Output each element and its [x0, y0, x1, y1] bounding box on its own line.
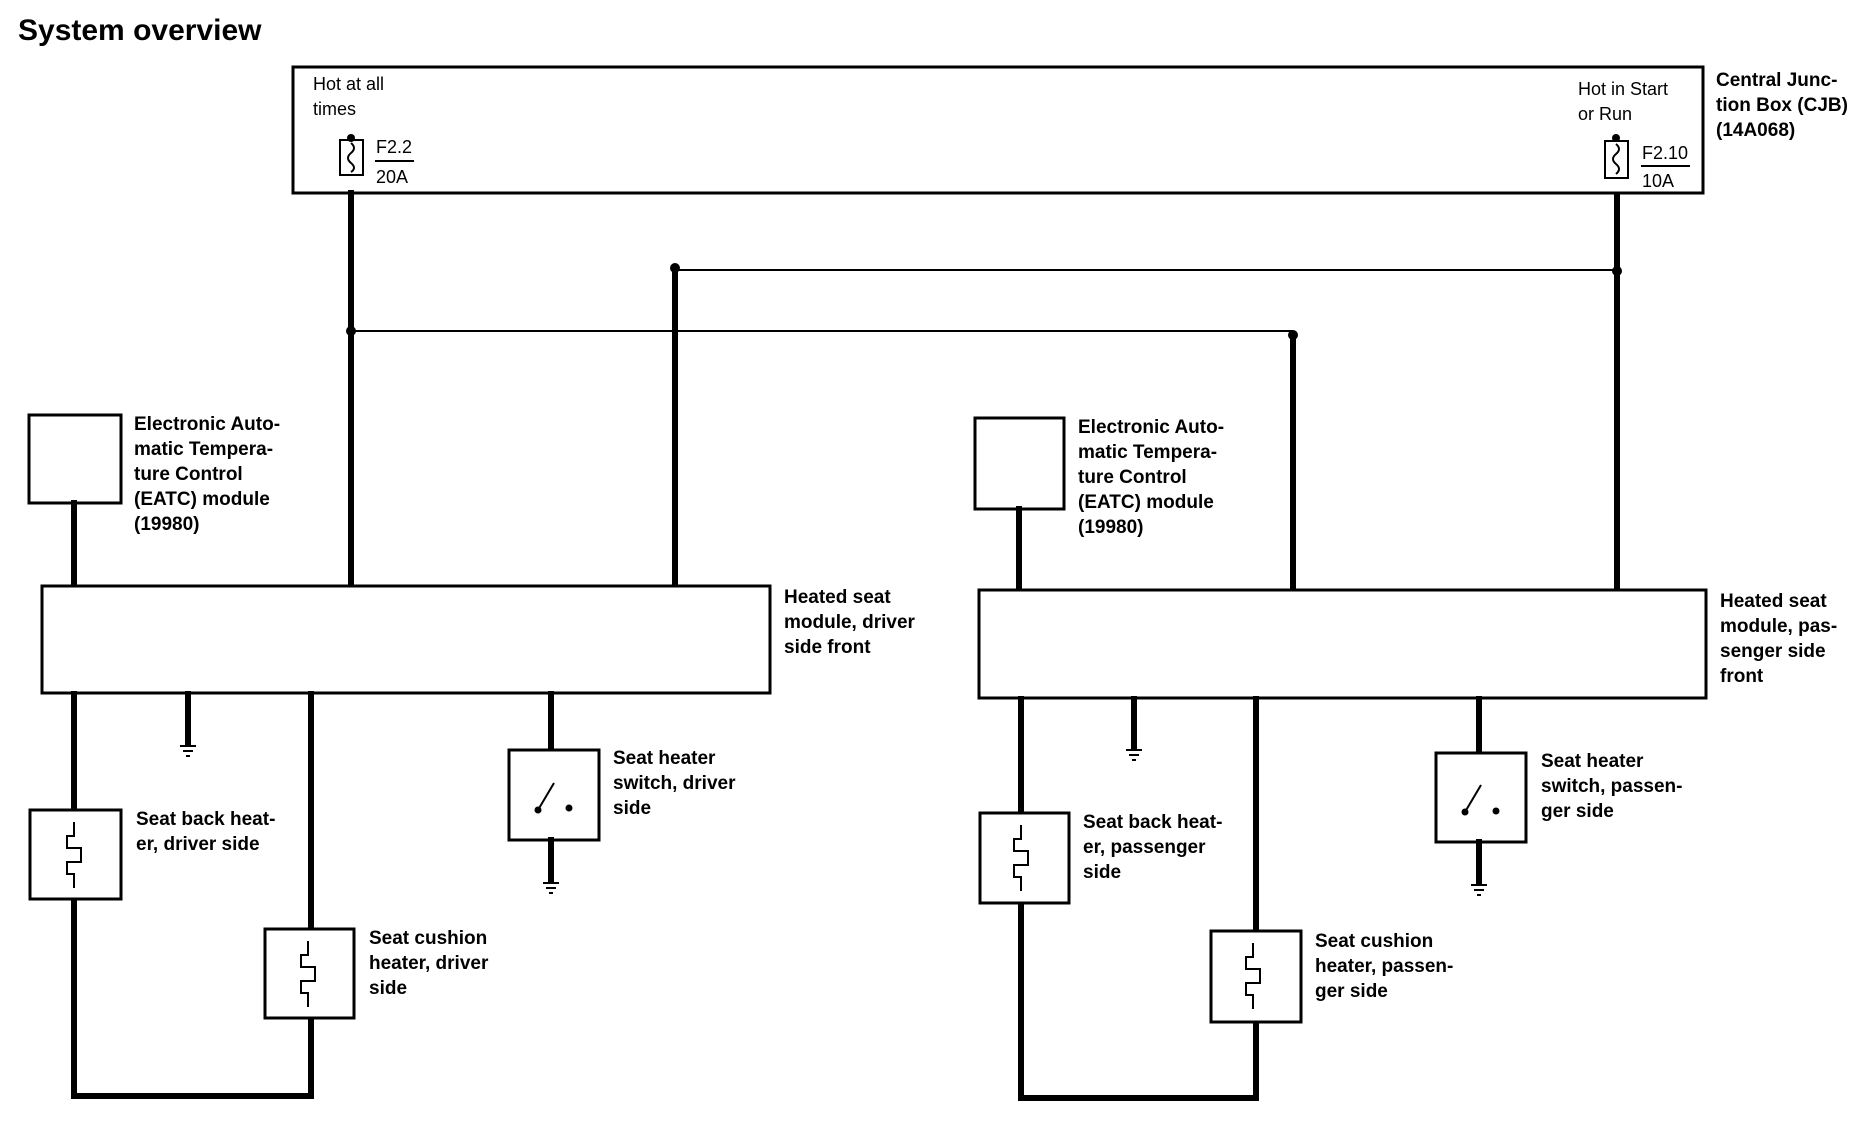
hsm-driver-label: Heated seat module, driver side front	[784, 587, 920, 658]
seat-heater-switch-passenger	[1434, 751, 1528, 844]
eatc-module-passenger	[973, 416, 1066, 511]
switch-icon	[1461, 784, 1500, 816]
central-junction-box	[291, 65, 1705, 195]
fuse-f2-2-icon	[339, 134, 364, 176]
ground-icon	[1126, 749, 1142, 761]
switch-icon	[534, 782, 573, 814]
fuse-f2-2-id: F2.2	[376, 137, 412, 157]
heated-seat-module-passenger	[977, 588, 1708, 700]
heater-element-icon	[1013, 825, 1029, 891]
heater-element-icon	[66, 822, 82, 888]
ground-icon	[180, 745, 196, 757]
seat-back-heater-passenger	[978, 811, 1071, 905]
back-heater-driver-label: Seat back heat- er, driver side	[136, 809, 281, 855]
hsm-passenger-label: Heated seat module, pas- senger side fro…	[1720, 591, 1842, 687]
ground-icon	[1471, 884, 1487, 896]
heater-element-icon	[1245, 943, 1261, 1009]
fuse-f2-10-id: F2.10	[1642, 143, 1688, 163]
passenger-heater-loop-wires	[1018, 696, 1259, 1101]
cushion-heater-passenger-label: Seat cushion heater, passen- ger side	[1315, 931, 1459, 1002]
fuse-f2-2-rating: 20A	[376, 167, 408, 187]
switch-driver-label: Seat heater switch, driver side	[613, 748, 741, 819]
diagram-title: System overview	[18, 14, 262, 47]
heater-element-icon	[300, 941, 316, 1007]
heated-seat-module-driver	[40, 584, 772, 695]
eatc-driver-label: Electronic Auto- matic Tempera- ture Con…	[134, 414, 285, 535]
eatc-module-driver	[27, 413, 123, 505]
fuse-f2-10-rating: 10A	[1642, 171, 1674, 191]
fuse-f2-10-icon	[1604, 134, 1629, 179]
back-heater-passenger-label: Seat back heat- er, passenger side	[1083, 812, 1228, 883]
ground-icon	[543, 882, 559, 894]
cjb-label: Central Junc- tion Box (CJB) (14A068)	[1716, 70, 1853, 141]
seat-heater-switch-driver	[507, 748, 601, 842]
switch-passenger-label: Seat heater switch, passen- ger side	[1541, 751, 1688, 822]
hot-in-start-or-run-label: Hot in Start or Run	[1578, 79, 1673, 124]
hot-at-all-times-label: Hot at all times	[313, 74, 389, 119]
seat-cushion-heater-driver	[263, 927, 356, 1020]
seat-cushion-heater-passenger	[1209, 929, 1303, 1024]
eatc-passenger-label: Electronic Auto- matic Tempera- ture Con…	[1078, 417, 1229, 538]
cushion-heater-driver-label: Seat cushion heater, driver side	[369, 928, 494, 999]
driver-heater-loop-wires	[71, 691, 314, 1099]
power-feed-wires	[346, 190, 1622, 592]
seat-back-heater-driver	[28, 808, 123, 901]
